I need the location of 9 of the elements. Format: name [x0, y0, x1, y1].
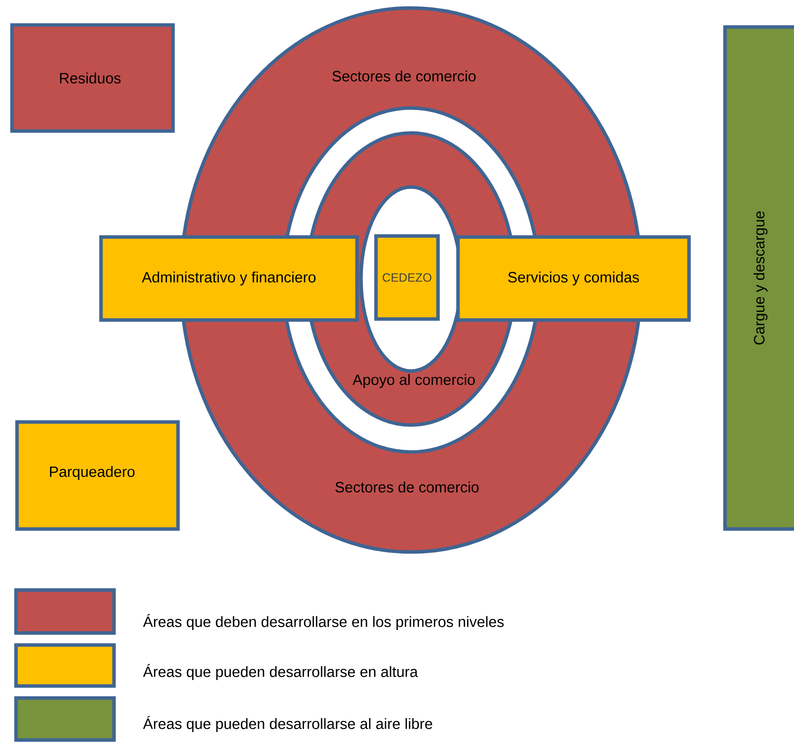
legend-text: Áreas que pueden desarrollarse al aire libre — [143, 716, 432, 732]
legend-text: Áreas que pueden desarrollarse en altura — [143, 664, 418, 680]
legend-text: Áreas que deben desarrollarse en los primeros niveles — [143, 614, 504, 630]
area-box: CEDEZO — [374, 234, 440, 321]
area-box: Residuos — [10, 23, 175, 133]
area-box: Administrativo y financiero — [99, 235, 359, 322]
area-box: Cargue y descargue — [723, 25, 794, 531]
area-box: Servicios y comidas — [456, 235, 691, 322]
area-box: Parqueadero — [15, 420, 180, 531]
